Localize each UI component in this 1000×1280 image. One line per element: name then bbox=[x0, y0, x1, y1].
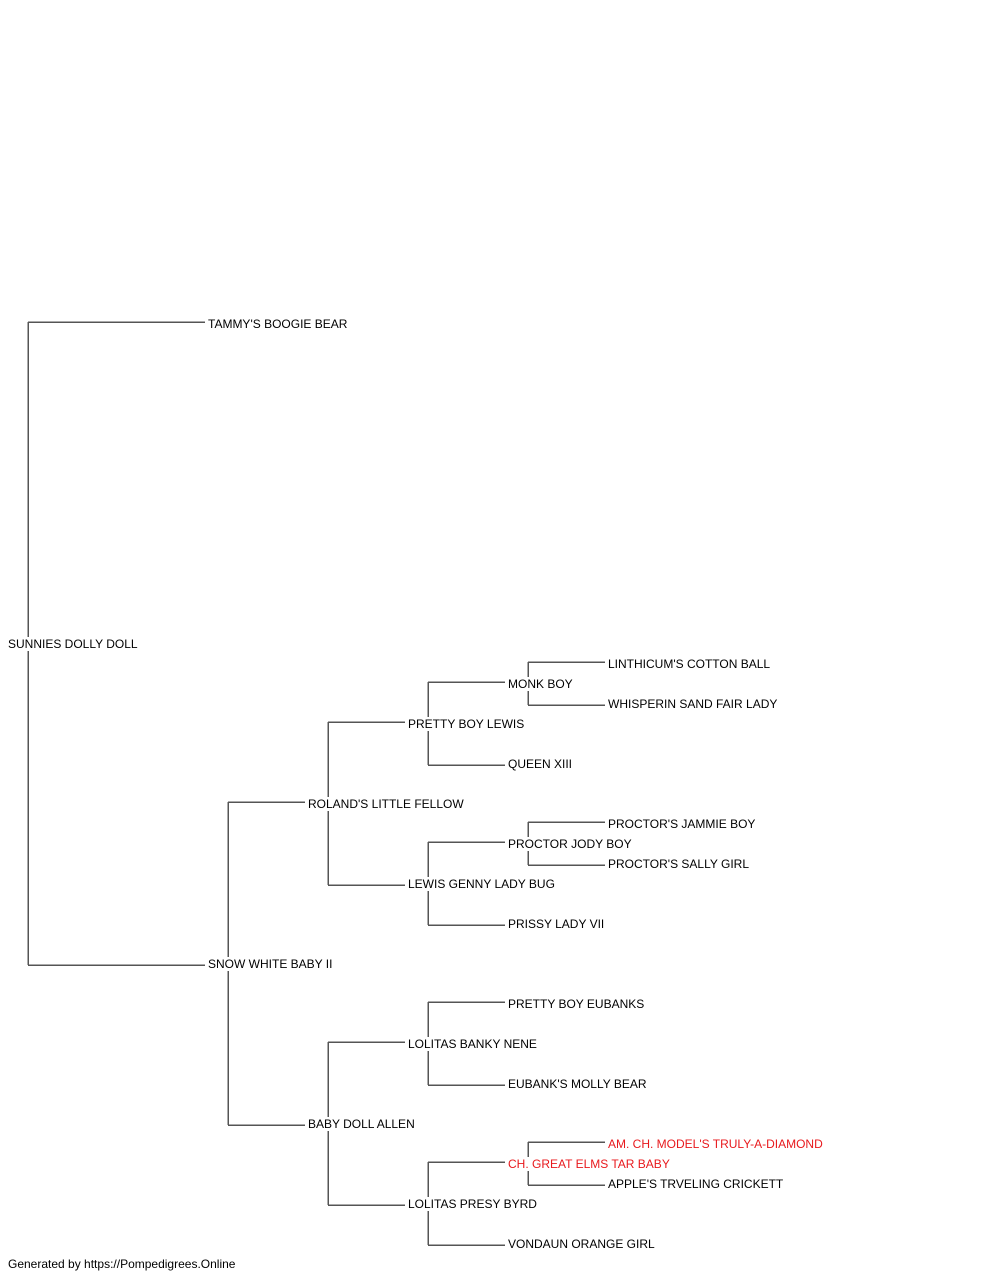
pedigree-dsdd: PRISSY LADY VII bbox=[507, 917, 606, 931]
pedigree-dam-dam: BABY DOLL ALLEN bbox=[307, 1117, 416, 1131]
pedigree-ddd: LOLITAS PRESY BYRD bbox=[407, 1197, 538, 1211]
pedigree-dsdss: PROCTOR'S JAMMIE BOY bbox=[607, 817, 757, 831]
pedigree-dam-sire: ROLAND'S LITTLE FELLOW bbox=[307, 797, 465, 811]
pedigree-dsssd: WHISPERIN SAND FAIR LADY bbox=[607, 697, 779, 711]
pedigree-ddss: PRETTY BOY EUBANKS bbox=[507, 997, 646, 1011]
pedigree-dam: SNOW WHITE BABY II bbox=[207, 957, 334, 971]
pedigree-dddsd: APPLE'S TRVELING CRICKETT bbox=[607, 1177, 785, 1191]
pedigree-dssd: QUEEN XIII bbox=[507, 757, 574, 771]
pedigree-ddsd: EUBANK'S MOLLY BEAR bbox=[507, 1077, 648, 1091]
generated-by-footer: Generated by https://Pompedigrees.Online bbox=[8, 1257, 236, 1271]
pedigree-dds: LOLITAS BANKY NENE bbox=[407, 1037, 538, 1051]
pedigree-dssss: LINTHICUM'S COTTON BALL bbox=[607, 657, 772, 671]
pedigree-dss: PRETTY BOY LEWIS bbox=[407, 717, 526, 731]
pedigree-dddss-champion: AM. CH. MODEL'S TRULY-A-DIAMOND bbox=[607, 1137, 824, 1151]
pedigree-dsd: LEWIS GENNY LADY BUG bbox=[407, 877, 556, 891]
pedigree-dsdsd: PROCTOR'S SALLY GIRL bbox=[607, 857, 751, 871]
pedigree-ddds-champion: CH. GREAT ELMS TAR BABY bbox=[507, 1157, 671, 1171]
pedigree-dddd: VONDAUN ORANGE GIRL bbox=[507, 1237, 656, 1251]
pedigree-dsss: MONK BOY bbox=[507, 677, 574, 691]
pedigree-sire: TAMMY'S BOOGIE BEAR bbox=[207, 317, 349, 331]
pedigree-subject: SUNNIES DOLLY DOLL bbox=[7, 637, 139, 651]
pedigree-dsds: PROCTOR JODY BOY bbox=[507, 837, 633, 851]
